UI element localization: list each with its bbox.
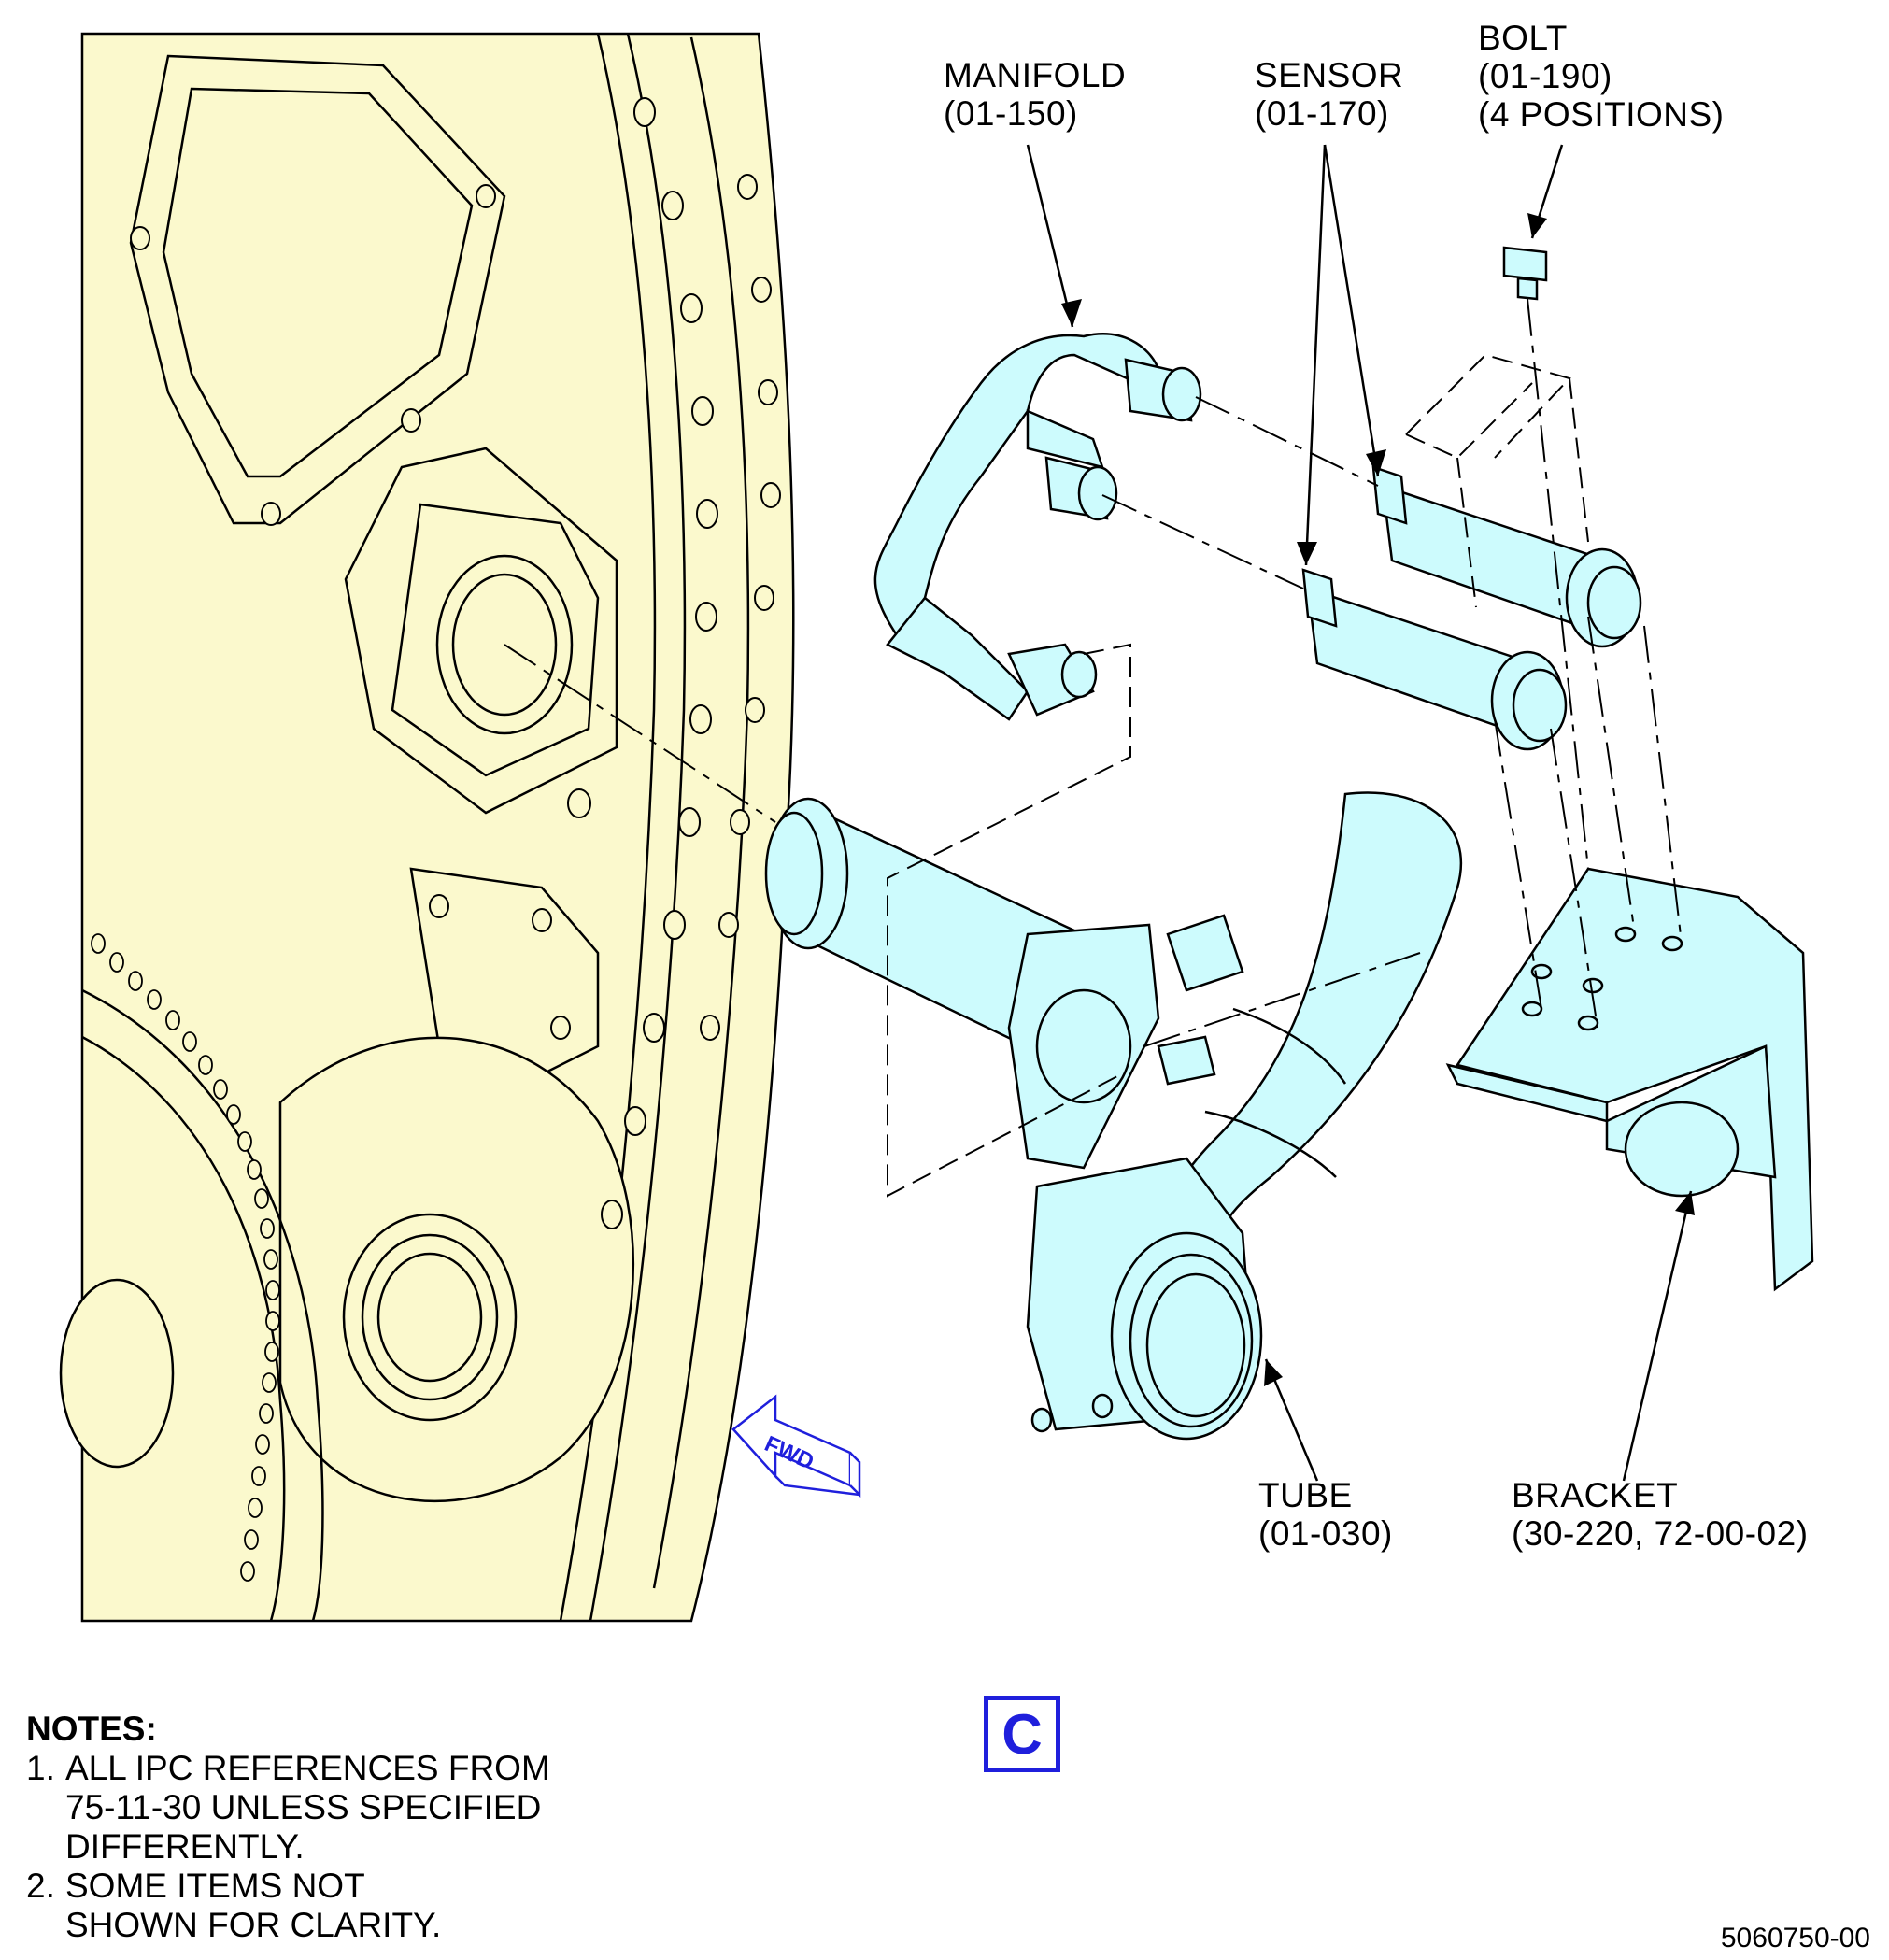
fwd-arrow-icon [731, 1394, 861, 1498]
note-item: 2. SOME ITEMS NOT SHOWN FOR CLARITY. [26, 1867, 550, 1945]
bolt-part [1502, 246, 1548, 301]
note-text: SOME ITEMS NOT SHOWN FOR CLARITY. [65, 1867, 442, 1944]
hidden-view-outline [887, 353, 1589, 1198]
sensor-parts [1301, 465, 1642, 751]
manifold-ref: (01-150) [944, 94, 1078, 133]
engine-bolt-holes [130, 97, 781, 1229]
bolt-callout: BOLT (01-190) (4 POSITIONS) [1478, 19, 1724, 134]
bracket-name: BRACKET [1512, 1476, 1679, 1514]
note-text: ALL IPC REFERENCES FROM 75-11-30 UNLESS … [65, 1749, 550, 1866]
bracket-callout: BRACKET (30-220, 72-00-02) [1512, 1476, 1809, 1553]
tube-part [764, 791, 1463, 1441]
sensor-ref: (01-170) [1255, 94, 1389, 133]
bolt-name: BOLT [1478, 19, 1568, 57]
sensor-name: SENSOR [1255, 56, 1404, 94]
bolt-ref: (01-190) [1478, 57, 1612, 95]
note-number: 2. [26, 1867, 55, 1905]
view-letter: C [1001, 1702, 1043, 1766]
assembly-centerlines [504, 298, 1683, 1047]
tube-callout: TUBE (01-030) [1258, 1476, 1393, 1553]
leader-arrowheads [1061, 213, 1695, 1386]
tube-name: TUBE [1258, 1476, 1353, 1514]
engine-case [59, 32, 795, 1623]
sensor-callout: SENSOR (01-170) [1255, 56, 1403, 133]
drawing-number: 5060750-00 [1720, 1923, 1870, 1953]
note-item: 1. ALL IPC REFERENCES FROM 75-11-30 UNLE… [26, 1749, 550, 1867]
engine-ring-holes [91, 933, 280, 1582]
tube-ref: (01-030) [1258, 1514, 1393, 1553]
notes-block: NOTES: 1. ALL IPC REFERENCES FROM 75-11-… [26, 1710, 550, 1945]
manifold-callout: MANIFOLD (01-150) [944, 56, 1126, 133]
bracket-part [1445, 867, 1814, 1292]
manifold-part [873, 333, 1202, 721]
note-number: 1. [26, 1749, 55, 1787]
bracket-ref: (30-220, 72-00-02) [1512, 1514, 1809, 1553]
manifold-name: MANIFOLD [944, 56, 1127, 94]
view-letter-box: C [984, 1696, 1060, 1772]
notes-heading: NOTES: [26, 1710, 157, 1748]
bolt-qty: (4 POSITIONS) [1478, 95, 1725, 134]
